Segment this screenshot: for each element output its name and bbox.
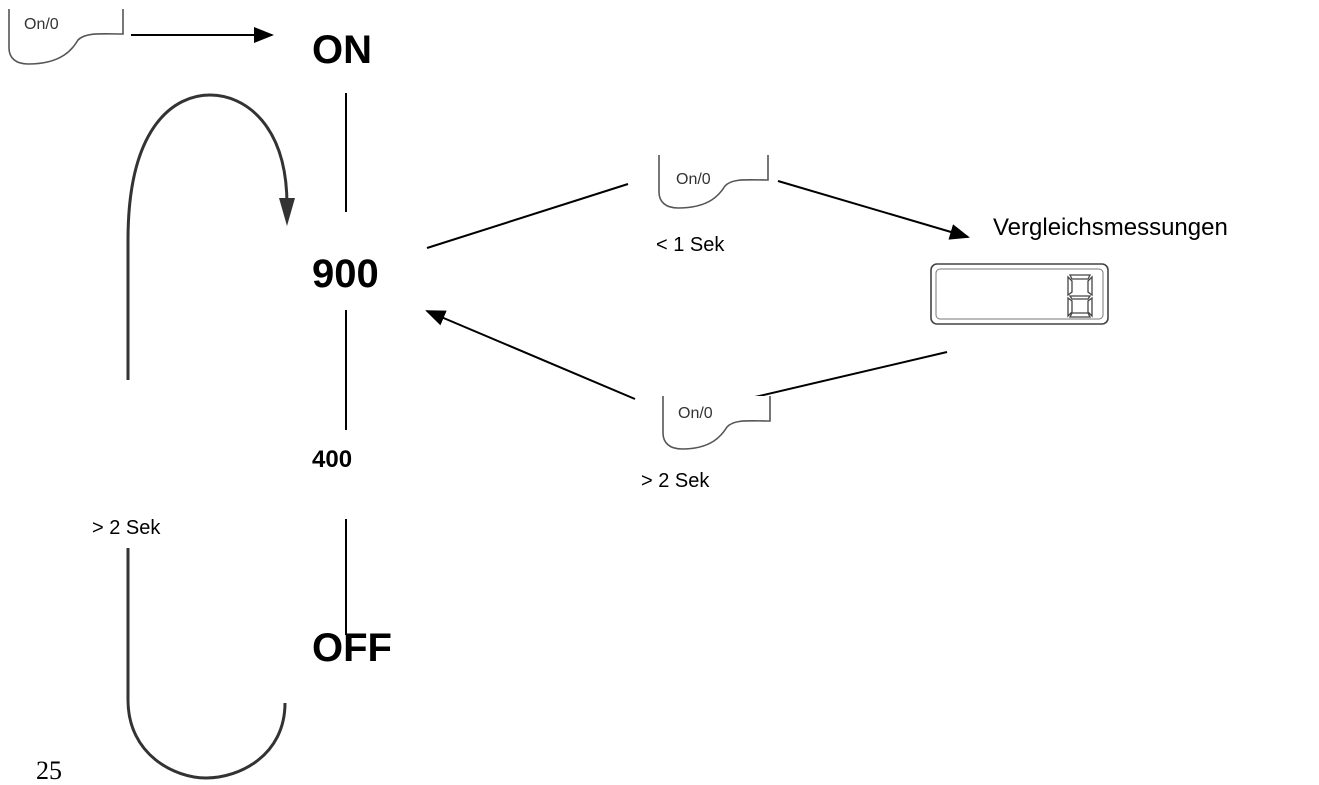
loop-arrow-lower bbox=[126, 548, 287, 780]
button-label: On/0 bbox=[678, 405, 713, 422]
on-off-button-short-press[interactable]: On/0 bbox=[658, 154, 770, 214]
loop-arrow-upper bbox=[126, 93, 289, 380]
state-900: 900 bbox=[312, 252, 379, 296]
short-press-note: < 1 Sek bbox=[656, 234, 725, 256]
arrow-long-button-to-900 bbox=[425, 310, 636, 400]
state-400: 400 bbox=[312, 446, 353, 473]
line-900-to-short-button bbox=[426, 183, 629, 249]
state-off: OFF bbox=[312, 626, 392, 670]
long-press-note-left: > 2 Sek bbox=[92, 517, 161, 539]
button-label: On/0 bbox=[24, 16, 59, 33]
display-icon bbox=[930, 263, 1109, 325]
comparison-title: Vergleichsmessungen bbox=[993, 214, 1228, 241]
loop-arrowhead bbox=[279, 198, 295, 226]
button-shape-icon bbox=[662, 396, 771, 450]
button-shape-icon bbox=[8, 9, 124, 65]
page-number: 25 bbox=[36, 756, 62, 785]
button-shape-icon bbox=[658, 155, 769, 209]
line-comparison-to-long-button bbox=[754, 351, 948, 398]
on-off-button-top[interactable]: On/0 bbox=[8, 8, 126, 68]
arrow-short-button-to-comparison bbox=[777, 180, 970, 240]
button-label: On/0 bbox=[676, 171, 711, 188]
state-on: ON bbox=[312, 28, 372, 72]
long-press-note-right: > 2 Sek bbox=[641, 470, 710, 492]
on-off-button-long-press[interactable]: On/0 bbox=[662, 395, 772, 455]
